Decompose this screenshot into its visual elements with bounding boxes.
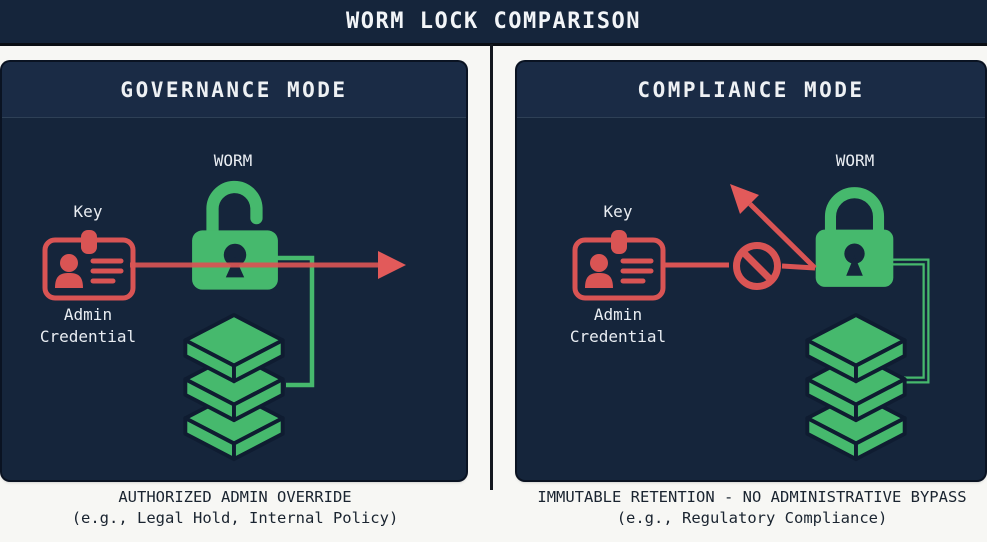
admin-credential-line1: Admin: [63, 305, 113, 324]
panel-header: COMPLIANCE MODE: [517, 62, 985, 118]
admin-credential-line2: Credential: [39, 327, 137, 346]
page-title: WORM LOCK COMPARISON: [346, 9, 641, 34]
id-card-icon: [42, 230, 136, 301]
admin-credential-line2: Credential: [569, 327, 667, 346]
id-card-icon: [572, 230, 666, 301]
key-label: Key: [73, 202, 103, 221]
caption-line1: IMMUTABLE RETENTION - NO ADMINISTRATIVE …: [537, 488, 967, 506]
caption-line2: (e.g., Legal Hold, Internal Policy): [71, 509, 399, 527]
connector-line: [274, 255, 315, 388]
storage-stack-icon: [183, 313, 285, 461]
worm-label: WORM: [213, 151, 253, 170]
connector-line: [893, 258, 930, 384]
admin-credential-line1: Admin: [593, 305, 643, 324]
caption-governance: AUTHORIZED ADMIN OVERRIDE (e.g., Legal H…: [0, 487, 470, 529]
deflected-arrow: [662, 184, 817, 271]
caption-compliance: IMMUTABLE RETENTION - NO ADMINISTRATIVE …: [517, 487, 987, 529]
locked-padlock-icon: [815, 187, 894, 287]
storage-stack-icon: [805, 313, 907, 461]
override-arrow: [130, 251, 406, 279]
panel-header: GOVERNANCE MODE: [2, 62, 466, 118]
panel-governance: GOVERNANCE MODE: [2, 62, 466, 480]
panel-header-label: GOVERNANCE MODE: [120, 77, 348, 102]
unlocked-padlock-icon: [192, 180, 278, 290]
title-bar: WORM LOCK COMPARISON: [0, 0, 987, 46]
key-label: Key: [603, 202, 633, 221]
caption-line1: AUTHORIZED ADMIN OVERRIDE: [118, 488, 352, 506]
panel-divider: [490, 44, 493, 490]
prohibition-icon: [733, 242, 781, 290]
worm-label: WORM: [835, 151, 875, 170]
admin-credential-label: Admin Credential: [6, 304, 170, 348]
panel-compliance: COMPLIANCE MODE: [517, 62, 985, 480]
caption-line2: (e.g., Regulatory Compliance): [616, 509, 888, 527]
panel-header-label: COMPLIANCE MODE: [637, 77, 865, 102]
admin-credential-label: Admin Credential: [536, 304, 700, 348]
